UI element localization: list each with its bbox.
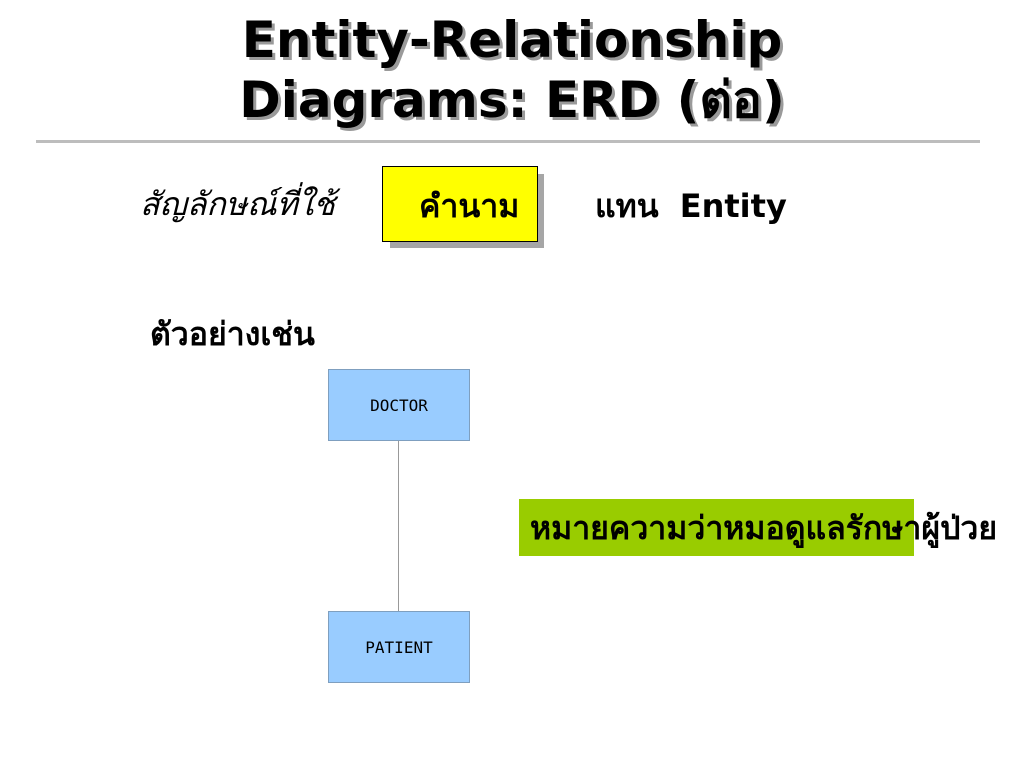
entity-patient: PATIENT: [328, 611, 470, 683]
title-line-1: Entity-Relationship: [241, 11, 783, 69]
entity-doctor-label: DOCTOR: [370, 395, 428, 415]
slide-title: Entity-Relationship Diagrams: ERD (ต่อ): [0, 10, 1024, 130]
relationship-connector-line: [398, 441, 399, 611]
noun-symbol-box: [382, 166, 544, 248]
title-divider: [36, 140, 980, 143]
meaning-text: หมายความว่าหมอดูแลรักษาผู้ป่วย: [530, 509, 998, 547]
example-label: ตัวอย่างเช่น: [150, 315, 315, 353]
represents-entity-label: แทน Entity: [595, 187, 787, 225]
title-line-2: Diagrams: ERD (ต่อ): [239, 71, 785, 129]
symbol-used-label: สัญลักษณ์ที่ใช้: [140, 185, 335, 223]
meaning-highlight: [519, 499, 914, 556]
entity-doctor: DOCTOR: [328, 369, 470, 441]
noun-label: คำนาม: [419, 187, 520, 225]
entity-patient-label: PATIENT: [365, 637, 433, 657]
noun-symbol-rectangle: [382, 166, 538, 242]
